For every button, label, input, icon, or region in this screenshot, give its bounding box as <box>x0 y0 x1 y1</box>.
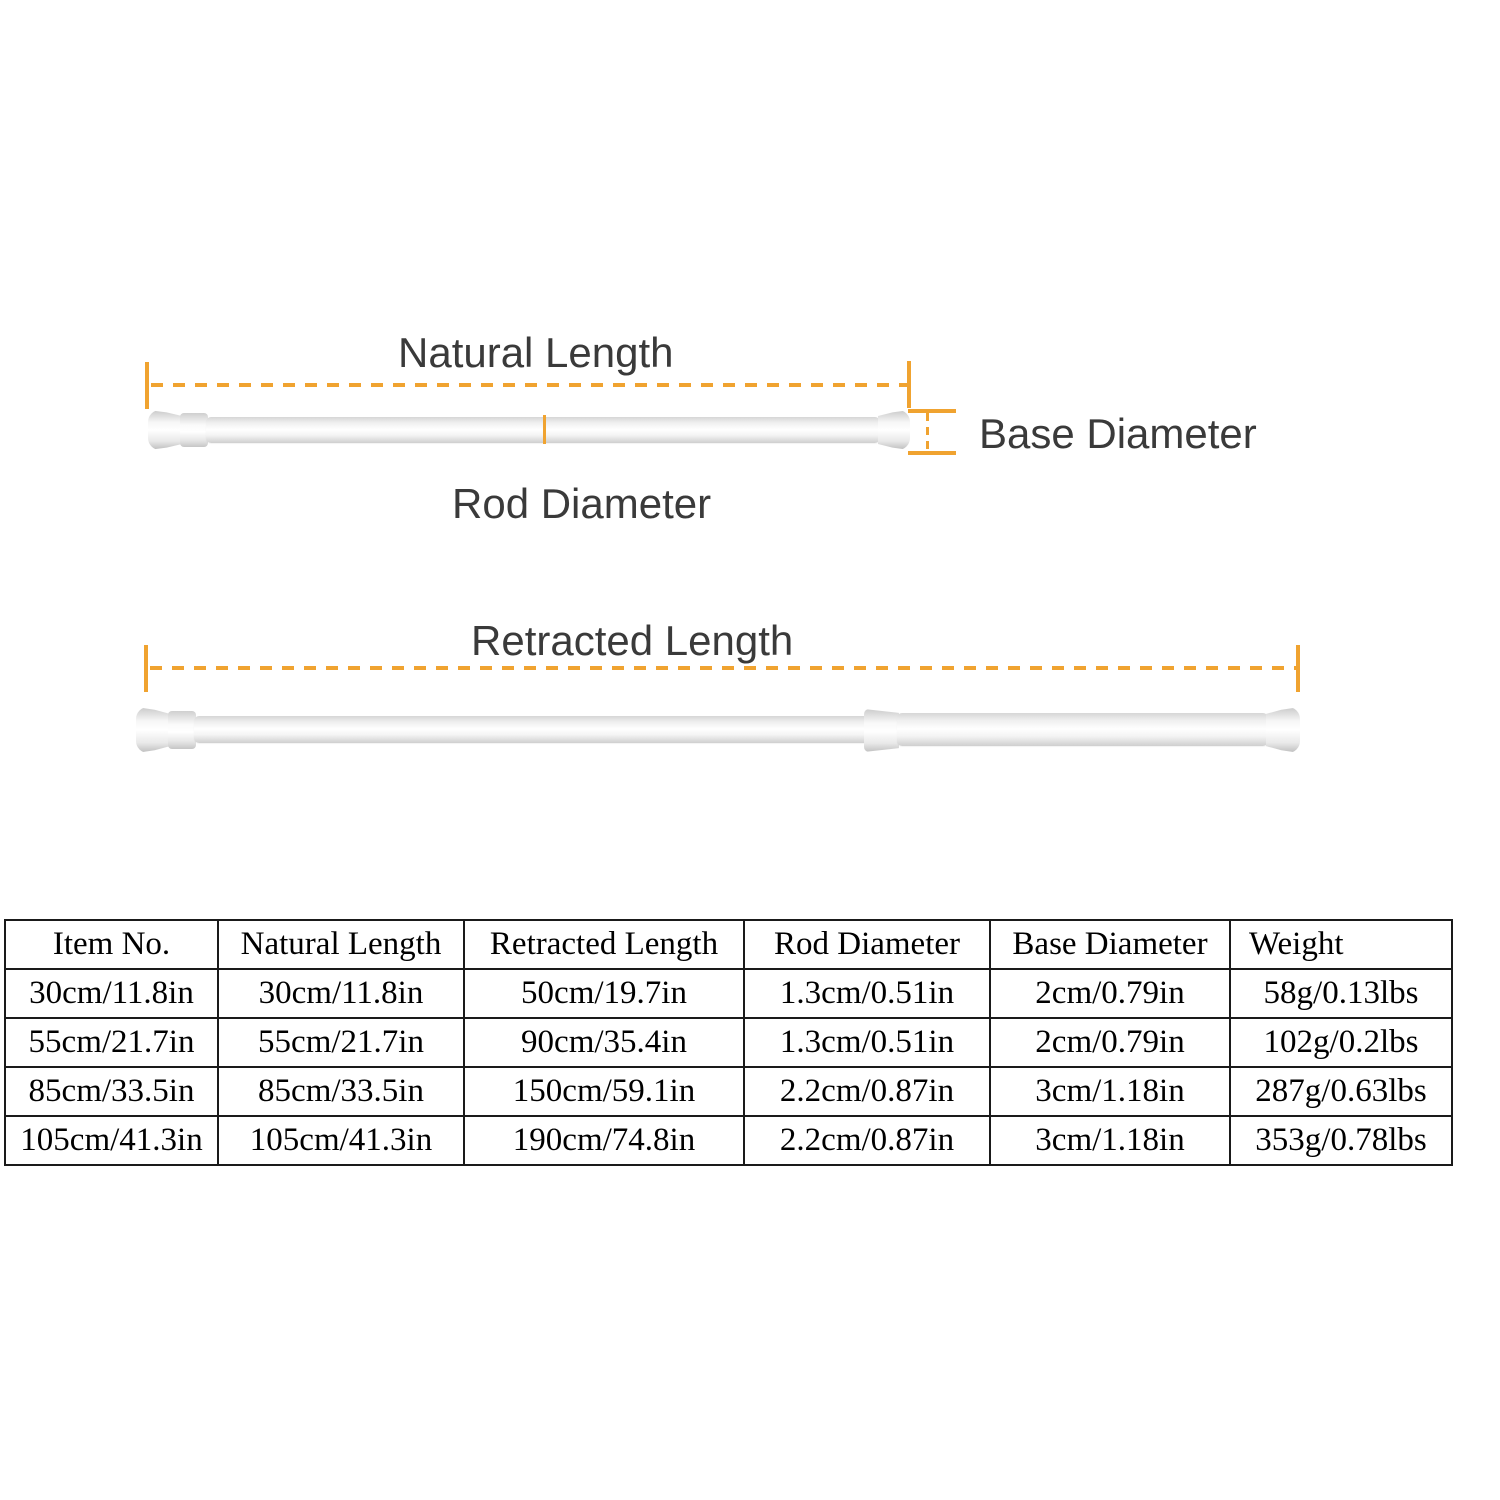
table-row: 30cm/11.8in 30cm/11.8in 50cm/19.7in 1.3c… <box>4 968 1453 1019</box>
base-diameter-bottom-tick <box>908 451 956 455</box>
spec-table-header-row: Item No. Natural Length Retracted Length… <box>4 919 1453 970</box>
natural-length-label: Natural Length <box>398 329 674 376</box>
col-header-item-no: Item No. <box>4 919 219 970</box>
col-header-weight: Weight <box>1229 919 1453 970</box>
col-header-retracted-length: Retracted Length <box>463 919 745 970</box>
table-cell: 85cm/33.5in <box>4 1066 219 1117</box>
rod-retracted-coupling <box>864 709 899 752</box>
table-row: 85cm/33.5in 85cm/33.5in 150cm/59.1in 2.2… <box>4 1066 1453 1117</box>
table-cell: 3cm/1.18in <box>989 1066 1231 1117</box>
retracted-length-right-tick <box>1296 645 1300 692</box>
table-cell: 55cm/21.7in <box>217 1017 465 1068</box>
table-cell: 190cm/74.8in <box>463 1115 745 1166</box>
table-cell: 2.2cm/0.87in <box>743 1115 991 1166</box>
retracted-length-label: Retracted Length <box>471 617 794 664</box>
rod-retracted-thin-tube <box>194 716 872 743</box>
table-cell: 287g/0.63lbs <box>1229 1066 1453 1117</box>
retracted-length-dim-line <box>150 666 1296 670</box>
rod-retracted-left-collar <box>168 711 196 749</box>
retracted-length-left-tick <box>144 645 148 692</box>
table-cell: 1.3cm/0.51in <box>743 1017 991 1068</box>
natural-length-left-tick <box>145 362 149 409</box>
table-cell: 1.3cm/0.51in <box>743 968 991 1019</box>
rod-natural-left-collar <box>180 413 208 447</box>
rod-retracted-right-cap <box>1266 707 1300 753</box>
rod-retracted-left-cap <box>136 707 170 753</box>
table-cell: 102g/0.2lbs <box>1229 1017 1453 1068</box>
rod-diameter-tick <box>543 415 546 444</box>
table-cell: 50cm/19.7in <box>463 968 745 1019</box>
table-cell: 55cm/21.7in <box>4 1017 219 1068</box>
natural-length-right-tick <box>907 361 911 408</box>
table-cell: 353g/0.78lbs <box>1229 1115 1453 1166</box>
table-cell: 105cm/41.3in <box>4 1115 219 1166</box>
rod-retracted-thick-tube <box>897 713 1268 746</box>
table-cell: 3cm/1.18in <box>989 1115 1231 1166</box>
col-header-natural-length: Natural Length <box>217 919 465 970</box>
table-row: 105cm/41.3in 105cm/41.3in 190cm/74.8in 2… <box>4 1115 1453 1166</box>
natural-length-dim-line <box>151 383 907 387</box>
spec-table: Item No. Natural Length Retracted Length… <box>4 919 1453 1166</box>
table-cell: 30cm/11.8in <box>4 968 219 1019</box>
rod-natural-left-cap <box>148 410 182 450</box>
base-diameter-top-tick <box>908 409 956 413</box>
table-cell: 150cm/59.1in <box>463 1066 745 1117</box>
col-header-base-diameter: Base Diameter <box>989 919 1231 970</box>
table-cell: 58g/0.13lbs <box>1229 968 1453 1019</box>
table-cell: 2cm/0.79in <box>989 968 1231 1019</box>
table-cell: 2cm/0.79in <box>989 1017 1231 1068</box>
table-cell: 105cm/41.3in <box>217 1115 465 1166</box>
col-header-rod-diameter: Rod Diameter <box>743 919 991 970</box>
base-diameter-dim-line <box>926 413 929 451</box>
table-cell: 85cm/33.5in <box>217 1066 465 1117</box>
rod-diameter-label: Rod Diameter <box>452 480 712 527</box>
table-cell: 2.2cm/0.87in <box>743 1066 991 1117</box>
base-diameter-label: Base Diameter <box>979 410 1257 457</box>
table-cell: 90cm/35.4in <box>463 1017 745 1068</box>
rod-natural-right-cap <box>878 410 910 450</box>
table-cell: 30cm/11.8in <box>217 968 465 1019</box>
table-row: 55cm/21.7in 55cm/21.7in 90cm/35.4in 1.3c… <box>4 1017 1453 1068</box>
